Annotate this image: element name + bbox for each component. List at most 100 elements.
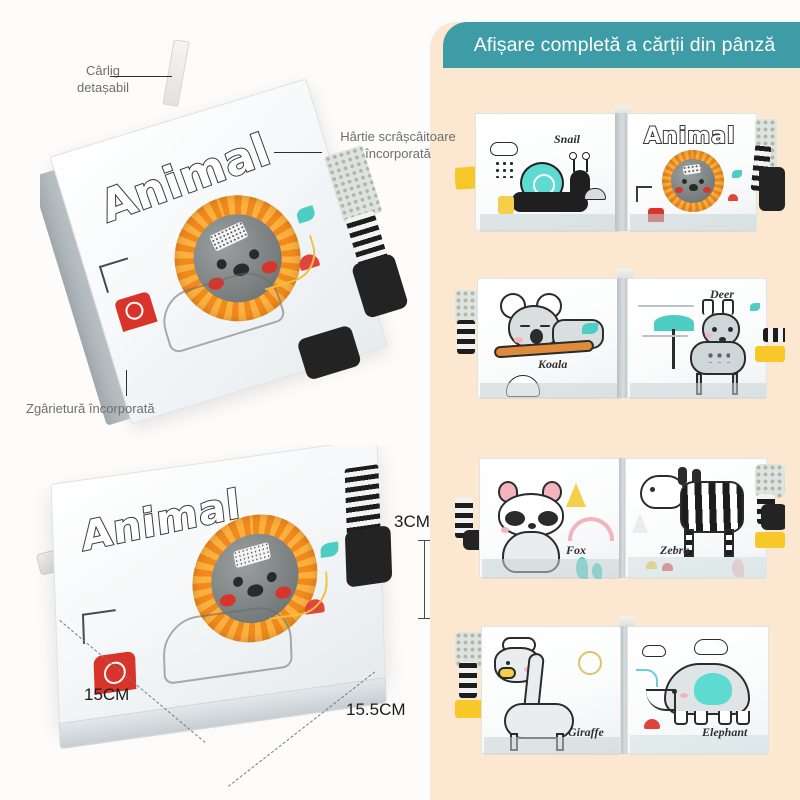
elephant-leg-2: [694, 711, 708, 725]
palm-trunk: [672, 329, 675, 369]
spread-4-spine: [621, 626, 629, 754]
tree-branch: [493, 339, 595, 359]
deer-antler-left: [702, 299, 714, 315]
caption-deer: Deer: [710, 287, 734, 301]
callout-crinkle-paper: Hârtie scrâșcâitoare încorporată: [318, 128, 478, 162]
elephant-leg-1: [674, 711, 688, 725]
snail-antenna-right: [586, 158, 588, 172]
elephant-cheek: [680, 693, 688, 698]
callout-scratch: Zgârietură încorporată: [26, 400, 176, 417]
koala-cheek: [514, 337, 523, 343]
sun-doodle: [578, 651, 602, 675]
lying-book: Animal: [50, 445, 398, 775]
zebra-body: [680, 481, 744, 533]
mushroom-red-doodle: [728, 194, 738, 201]
ground-strip: [628, 557, 766, 579]
fox-head: [498, 493, 564, 537]
caption-elephant: Elephant: [702, 725, 748, 739]
giraffe-muzzle: [498, 667, 516, 679]
deer-antler-right: [722, 299, 734, 315]
lion-cheek-left: [219, 593, 236, 608]
lion-forehead-patch: [233, 541, 272, 569]
mushroom-red-doodle: [644, 719, 660, 729]
elephant-leg-3: [718, 711, 732, 725]
dimension-thickness-cap-top: [418, 540, 430, 541]
spread-3-spine: [619, 458, 627, 578]
leaf-doodle: [295, 205, 317, 224]
spread-2-spine: [617, 278, 629, 398]
koala-eye-right: [540, 325, 550, 327]
leader-line-crinkle: [274, 152, 322, 153]
cloud-doodle: [490, 142, 518, 156]
caption-fox: Fox: [566, 543, 587, 557]
callout-line-1: Hârtie scrâșcâitoare: [340, 129, 456, 144]
callout-line-1: Zgârietură încorporată: [26, 401, 155, 416]
detachable-hook: [162, 40, 190, 107]
ground-strip: [480, 383, 621, 399]
dimension-depth-label: 15.5CM: [346, 700, 406, 719]
section-banner: Afișare completă a cărții din pânză: [443, 22, 800, 68]
tree-doodle: [632, 513, 648, 533]
fox-cheek: [501, 527, 509, 533]
spread-3-photo: Fox Zebra: [455, 448, 785, 583]
striped-tag: [455, 498, 473, 538]
water-line: [642, 335, 688, 337]
caption-zebra: Zebra: [660, 543, 690, 557]
snail-eye-right: [582, 152, 590, 160]
elephant-leg-4: [736, 711, 750, 725]
lion-eye-left: [215, 257, 228, 271]
zebra-leg-left: [684, 529, 694, 557]
lion-nose: [689, 184, 698, 191]
elephant-eye: [672, 689, 677, 694]
snail-antenna-left: [573, 158, 575, 172]
callout-line-2: încorporată: [365, 146, 431, 162]
yellow-tag: [455, 700, 489, 718]
leaf-doodle: [732, 170, 742, 178]
top-hanging-tab: [619, 616, 635, 628]
spread-1-photo: Snail Animal: [455, 105, 785, 235]
palm-leaves: [654, 315, 694, 331]
leaf-doodle: [320, 541, 339, 559]
caption-snail: Snail: [554, 132, 581, 146]
spread-3-left-page: Fox: [479, 458, 621, 579]
caption-koala: Koala: [538, 357, 568, 371]
callout-detachable-hook: Cârlig detașabil: [58, 62, 148, 96]
caption-giraffe: Giraffe: [568, 725, 604, 739]
grass-doodle: [81, 609, 117, 644]
zebra-eye: [650, 487, 655, 492]
lion-plush: [662, 150, 724, 212]
snail-head: [570, 170, 590, 198]
rain-doodle: [494, 160, 516, 178]
lion-forehead-patch: [682, 163, 702, 176]
pine-tree-doodle: [566, 483, 586, 507]
lion-face: [671, 159, 715, 203]
cloud-doodle: [694, 639, 728, 655]
dimension-thickness-line: [424, 540, 425, 618]
ground-strip: [482, 559, 620, 579]
ground-strip: [630, 735, 768, 755]
dimension-thickness-cap-bottom: [418, 618, 430, 619]
fox-eye-patch-right: [538, 511, 558, 526]
striped-tag: [457, 320, 475, 354]
dimension-thickness-label: 3CM: [394, 512, 430, 531]
ground-strip: [630, 383, 766, 399]
zebra-ear-right: [692, 469, 701, 485]
mushroom-doodle: [584, 188, 606, 200]
ground-strip: [630, 214, 756, 232]
koala-nose: [530, 329, 543, 344]
dotted-fabric-tag: [455, 290, 479, 324]
spread-3-right-page: Zebra: [625, 458, 767, 579]
elephant-ear: [694, 673, 732, 705]
spread-2-right-page: Deer: [627, 278, 767, 399]
lion-forehead-patch: [208, 221, 249, 252]
yellow-tag: [755, 532, 785, 548]
callout-line-2: detașabil: [76, 80, 130, 96]
snail-body: [512, 192, 588, 212]
dimension-width-label: 15CM: [84, 685, 130, 704]
product-dimension-photo: Animal: [20, 445, 430, 785]
spread-1-spine: [615, 113, 629, 231]
branch-leaf: [582, 323, 598, 334]
deer-body: [690, 341, 746, 375]
spread-4-photo: Giraffe Elephant: [455, 608, 785, 768]
